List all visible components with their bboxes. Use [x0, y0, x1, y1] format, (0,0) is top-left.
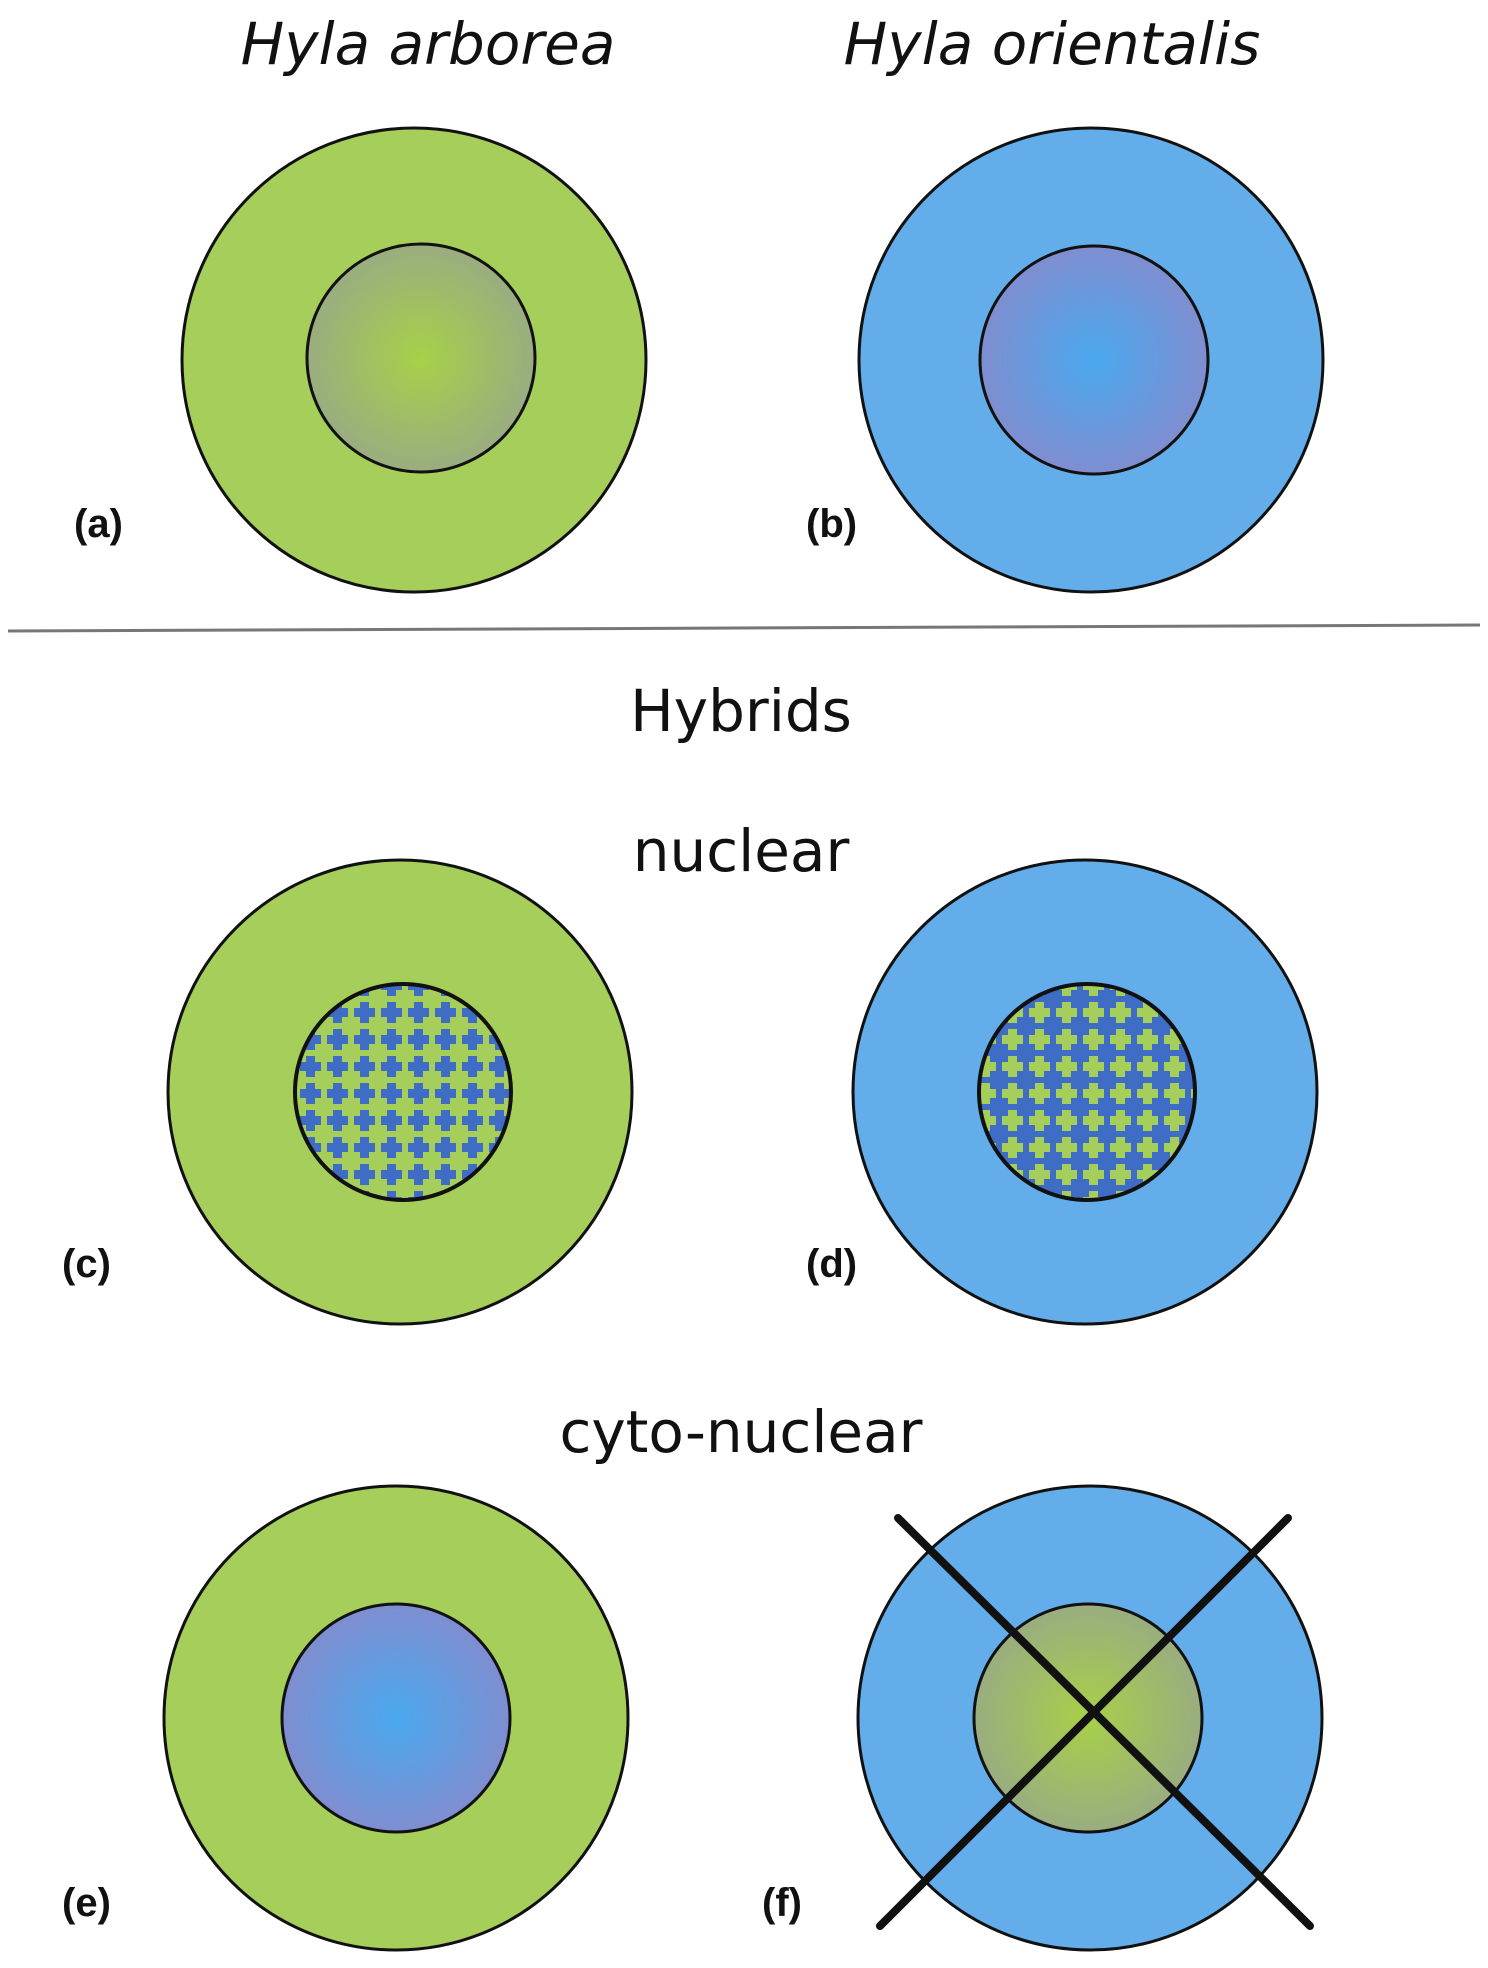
section-title-cyto-nuclear: cyto-nuclear — [559, 1398, 922, 1466]
nucleus — [977, 982, 1197, 1202]
species-header-right: Hyla orientalis — [844, 10, 1261, 78]
cell-e — [162, 1484, 630, 1952]
nucleus — [293, 982, 513, 1202]
section-title-hybrids: Hybrids — [630, 677, 852, 745]
panel-label-c: (c) — [62, 1242, 111, 1286]
panel-label-e: (e) — [62, 1881, 111, 1925]
panel-label-b: (b) — [806, 502, 857, 546]
section-divider — [7, 623, 1481, 633]
panel-label-a: (a) — [74, 502, 123, 546]
nucleus — [280, 1602, 512, 1834]
nucleus — [978, 244, 1210, 476]
cross-out-mark — [876, 1514, 1314, 1930]
cell-c — [166, 858, 634, 1326]
cell-d — [851, 858, 1319, 1326]
cell-a — [180, 126, 648, 594]
panel-label-f: (f) — [762, 1881, 802, 1925]
nucleus — [305, 242, 537, 474]
species-header-left: Hyla arborea — [241, 10, 616, 78]
cell-f — [856, 1484, 1324, 1952]
cell-b — [857, 126, 1325, 594]
section-title-nuclear: nuclear — [633, 817, 850, 885]
panel-label-d: (d) — [806, 1242, 857, 1286]
